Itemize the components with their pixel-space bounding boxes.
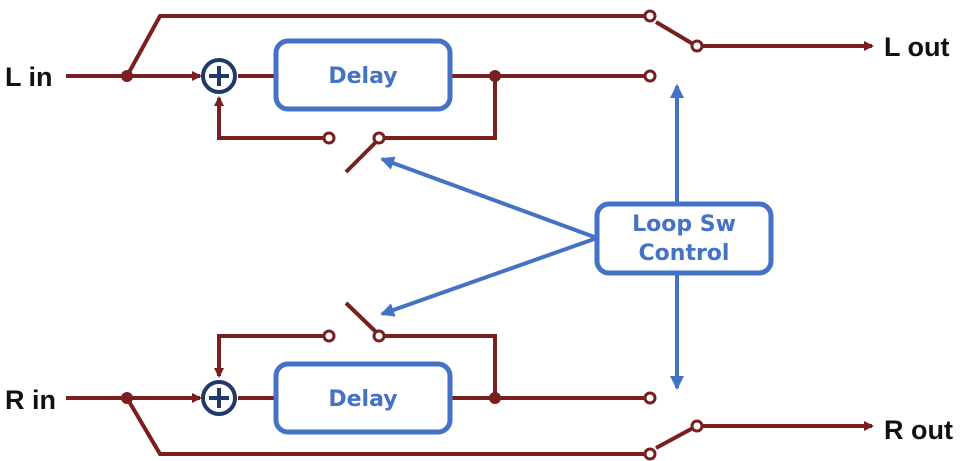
r-wet-contact bbox=[643, 391, 657, 405]
l-feedback-contact-right bbox=[372, 131, 386, 145]
control-arrow-top-switch bbox=[380, 156, 598, 240]
l-dry-bypass-wire bbox=[125, 14, 645, 77]
l-out-label: L out bbox=[884, 32, 949, 62]
r-out-label: R out bbox=[884, 415, 953, 445]
l-feedback-contact-left bbox=[322, 131, 336, 145]
left-channel: Delay L in L out bbox=[5, 9, 949, 174]
plus-circle-icon bbox=[201, 58, 237, 94]
l-delay-label: Delay bbox=[328, 64, 397, 89]
l-wet-contact bbox=[643, 69, 657, 83]
l-in-label: L in bbox=[5, 62, 53, 92]
r-delay-label: Delay bbox=[328, 387, 397, 412]
r-delay-block: Delay bbox=[273, 361, 453, 435]
r-dry-contact bbox=[643, 447, 657, 461]
l-delay-block: Delay bbox=[273, 38, 453, 112]
plus-circle-icon bbox=[201, 380, 237, 416]
l-output-contact bbox=[690, 39, 704, 53]
r-in-label: R in bbox=[5, 385, 56, 415]
l-dry-contact bbox=[643, 9, 657, 23]
r-feedback-contact-right bbox=[372, 329, 386, 343]
r-feedback-wire-left bbox=[214, 334, 324, 378]
right-channel: Delay R in R out bbox=[5, 301, 953, 461]
r-output-contact bbox=[690, 419, 704, 433]
l-feedback-wire-left bbox=[214, 96, 324, 140]
r-feedback-contact-left bbox=[322, 329, 336, 343]
l-feedback-wire-right bbox=[384, 76, 497, 140]
control-label-line1: Loop Sw bbox=[632, 212, 736, 237]
r-dry-bypass-wire bbox=[125, 396, 645, 456]
l-switch-blade bbox=[344, 140, 378, 174]
l-output-switch-blade bbox=[654, 20, 695, 46]
control-label-line2: Control bbox=[639, 241, 730, 266]
control-box bbox=[594, 201, 774, 276]
r-feedback-wire-right bbox=[384, 334, 497, 398]
r-output-switch-blade bbox=[655, 426, 694, 450]
r-switch-blade bbox=[344, 301, 378, 334]
control-arrow-bottom-switch bbox=[380, 236, 598, 317]
loop-switch-control: Loop Sw Control bbox=[380, 84, 774, 390]
